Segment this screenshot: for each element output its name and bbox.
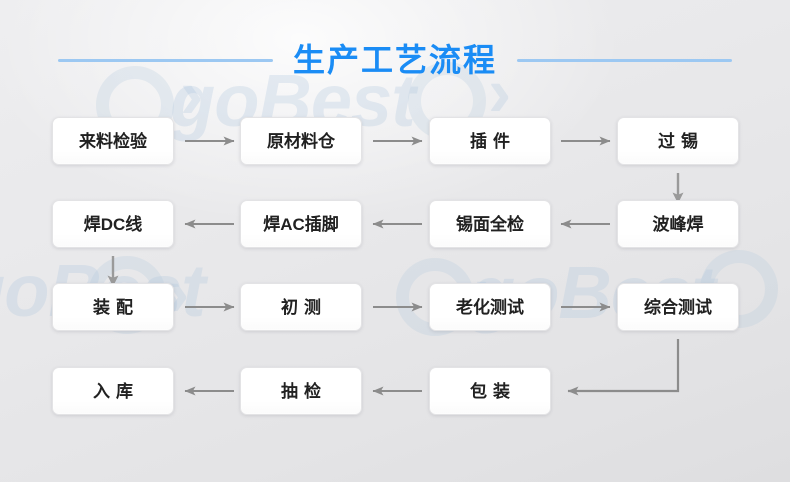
- node-label: 来料检验: [79, 131, 147, 151]
- node-label: 锡面全检: [456, 214, 524, 234]
- node-warehousing[interactable]: 入库: [52, 367, 174, 415]
- node-insertion[interactable]: 插件: [429, 117, 551, 165]
- page-title: 生产工艺流程: [292, 42, 497, 78]
- node-label: 波峰焊: [652, 214, 704, 234]
- node-label: 抽检: [281, 381, 327, 401]
- elbow-r3c4-to-r4c3: [567, 339, 680, 396]
- node-label: 装配: [93, 297, 139, 317]
- node-label: 焊AC插脚: [263, 214, 339, 234]
- watermark-chevron-icon: ›: [180, 55, 204, 133]
- node-aging-test[interactable]: 老化测试: [429, 283, 551, 331]
- title-rule-left: [57, 58, 273, 62]
- node-tin-surface-inspection[interactable]: 锡面全检: [429, 200, 551, 248]
- node-solder-dc-wire[interactable]: 焊DC线: [52, 200, 174, 248]
- node-tinning[interactable]: 过锡: [617, 117, 739, 165]
- node-wave-soldering[interactable]: 波峰焊: [617, 200, 739, 248]
- node-incoming-inspection[interactable]: 来料检验: [52, 117, 174, 165]
- node-packaging[interactable]: 包装: [429, 367, 551, 415]
- title-rule-right: [517, 58, 732, 62]
- node-label: 插件: [470, 131, 516, 151]
- node-sampling-inspection[interactable]: 抽检: [240, 367, 362, 415]
- node-raw-material-warehouse[interactable]: 原材料仓: [240, 117, 362, 165]
- node-label: 初测: [281, 297, 327, 317]
- node-label: 包装: [470, 381, 516, 401]
- title-bar: 生产工艺流程: [0, 36, 790, 84]
- node-label: 焊DC线: [83, 214, 143, 234]
- node-comprehensive-test[interactable]: 综合测试: [617, 283, 739, 331]
- node-label: 过锡: [658, 131, 704, 151]
- watermark-chevron-icon: ›: [488, 53, 512, 131]
- node-solder-ac-pin[interactable]: 焊AC插脚: [240, 200, 362, 248]
- node-assembly[interactable]: 装配: [52, 283, 174, 331]
- node-label: 老化测试: [456, 297, 524, 317]
- node-label: 原材料仓: [267, 131, 335, 151]
- node-first-test[interactable]: 初测: [240, 283, 362, 331]
- node-label: 综合测试: [644, 297, 712, 317]
- node-label: 入库: [93, 381, 139, 401]
